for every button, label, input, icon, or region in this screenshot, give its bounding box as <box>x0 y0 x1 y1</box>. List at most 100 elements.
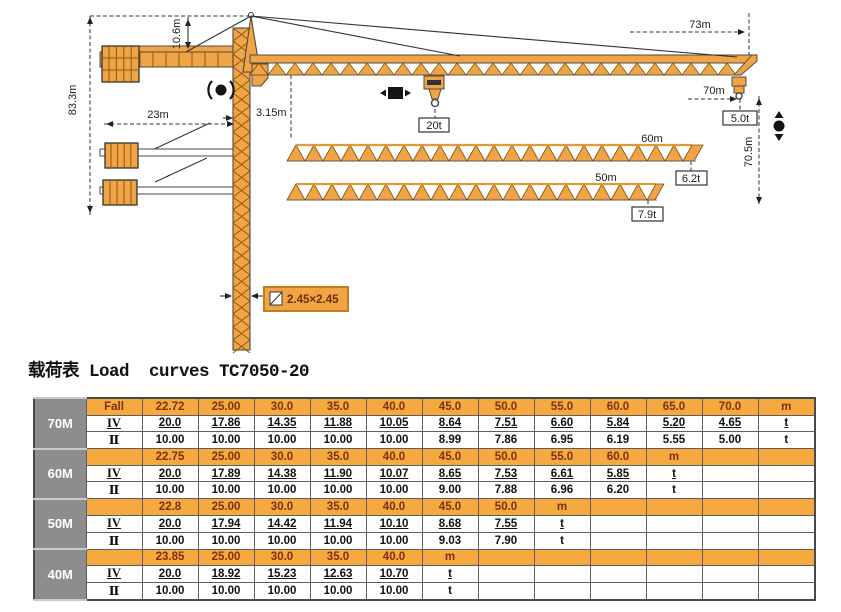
svg-text:6.2t: 6.2t <box>682 173 700 185</box>
capacity-cell: 7.55 <box>477 514 535 533</box>
capacity-cell: 6.60 <box>533 414 591 433</box>
tip-trolley-hook <box>731 76 747 100</box>
unit-cell: m <box>533 498 591 516</box>
capacity-cell: 10.00 <box>309 531 367 550</box>
capacity-cell <box>477 581 535 601</box>
capacity-cell: 20.0 <box>141 565 199 583</box>
capacity-cell: 6.20 <box>589 481 647 500</box>
fall-cell: IV <box>85 414 143 433</box>
radius-cell: 35.0 <box>309 498 367 516</box>
radius-cell: 40.0 <box>365 498 423 516</box>
capacity-cell: 17.94 <box>197 514 255 533</box>
arrowhead-icon <box>225 293 232 299</box>
unit-cell: t <box>421 565 479 583</box>
counterweight-block <box>101 45 140 83</box>
radius-cell <box>589 548 647 567</box>
section-label: 70M <box>33 397 87 450</box>
dim-total-height: 83.3m <box>67 85 79 116</box>
dim-max-radius: 70m <box>703 85 724 97</box>
capacity-cell <box>645 514 703 533</box>
radius-cell: 22.8 <box>141 498 199 516</box>
radius-cell: 25.00 <box>197 448 255 466</box>
load-box-5t <box>722 110 758 126</box>
dimension-arrowheads <box>87 17 762 299</box>
svg-text:2.45×2.45: 2.45×2.45 <box>287 294 339 306</box>
capacity-cell: 10.00 <box>309 581 367 601</box>
stored-jib-60m <box>286 143 704 162</box>
radius-cell: 45.0 <box>421 397 479 416</box>
capacity-cell: 10.00 <box>141 531 199 550</box>
pendant-lines <box>185 15 738 58</box>
arrowhead-icon <box>756 98 762 105</box>
section-label: 60M <box>33 447 87 500</box>
unit-cell: t <box>421 581 479 601</box>
unit-cell: m <box>645 448 703 466</box>
capacity-cell: 20.0 <box>141 464 199 483</box>
dimension-lines <box>89 13 760 215</box>
capacity-cell: 17.89 <box>197 464 255 483</box>
capacity-cell <box>757 481 816 500</box>
trolley-hook <box>423 75 445 108</box>
counterweight-stripes <box>102 46 139 205</box>
radius-cell: 35.0 <box>309 548 367 567</box>
capacity-cell: 10.00 <box>365 481 423 500</box>
arrowhead-icon <box>756 197 762 204</box>
load-label-texts: 20t 5.0t 6.2t 7.9t <box>426 113 749 221</box>
fall-cell <box>85 548 143 567</box>
radius-cell: 55.0 <box>533 448 591 466</box>
fall-cell: IV <box>85 514 143 533</box>
capacity-cell: 10.00 <box>141 581 199 601</box>
arrowhead-icon <box>738 29 745 35</box>
unit-cell: m <box>421 548 479 567</box>
capacity-cell: 9.00 <box>421 481 479 500</box>
fall-cell: Ⅱ <box>85 481 143 500</box>
arrowhead-icon <box>227 121 234 127</box>
arrowhead-icon <box>185 42 191 49</box>
radius-cell: 35.0 <box>309 397 367 416</box>
svg-text:7.9t: 7.9t <box>638 209 656 221</box>
capacity-cell: 10.00 <box>365 581 423 601</box>
capacity-cell: 10.00 <box>309 481 367 500</box>
hoisting-icon <box>773 111 785 141</box>
fall-cell: IV <box>85 565 143 583</box>
capacity-cell: 10.10 <box>365 514 423 533</box>
title-chinese: 载荷表 <box>28 361 80 381</box>
arrowhead-icon <box>106 121 113 127</box>
capacity-cell <box>757 531 816 550</box>
capacity-cell: 5.55 <box>645 431 703 450</box>
radius-cell: 40.0 <box>365 397 423 416</box>
radius-cell: 60.0 <box>589 397 647 416</box>
capacity-cell <box>645 531 703 550</box>
capacity-cell: 10.00 <box>197 581 255 601</box>
load-box-20t <box>418 117 450 133</box>
capacity-cell: 18.92 <box>197 565 255 583</box>
capacity-cell <box>701 581 759 601</box>
fall-cell: Ⅱ <box>85 581 143 601</box>
radius-cell <box>757 548 816 567</box>
capacity-cell: 7.88 <box>477 481 535 500</box>
capacity-cell <box>533 581 591 601</box>
radius-cell: 40.0 <box>365 548 423 567</box>
title-english: Load curves <box>79 362 220 382</box>
capacity-cell: 11.88 <box>309 414 367 433</box>
fall-cell <box>85 448 143 466</box>
arrowhead-icon <box>185 19 191 26</box>
capacity-cell: 10.70 <box>365 565 423 583</box>
main-jib <box>249 54 758 76</box>
capacity-cell <box>477 565 535 583</box>
capacity-cell: 10.00 <box>141 431 199 450</box>
dim-slew-offset: 3.15m <box>256 107 287 119</box>
capacity-cell: 20.0 <box>141 514 199 533</box>
jib-tip <box>732 54 758 76</box>
arrowhead-icon <box>251 293 258 299</box>
fall-cell: Fall <box>85 397 143 416</box>
svg-text:5.0t: 5.0t <box>731 113 749 125</box>
